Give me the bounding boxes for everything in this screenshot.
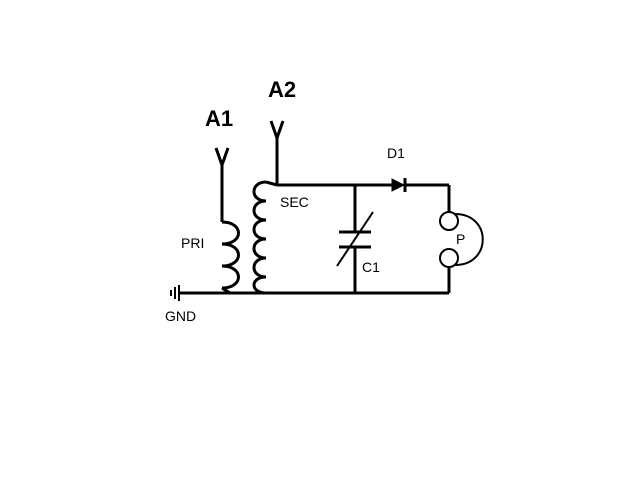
antenna-a2: A2: [268, 77, 296, 185]
antenna-a1-symbol: [214, 147, 230, 170]
label-d1: D1: [387, 145, 405, 161]
primary-coil-windings: [221, 220, 240, 290]
label-p: P: [456, 231, 465, 247]
secondary-coil-windings: [252, 180, 267, 295]
earpiece-lower: [439, 248, 459, 268]
variable-arrow: [336, 211, 374, 267]
secondary-coil: SEC: [252, 180, 309, 295]
label-a2: A2: [268, 77, 296, 102]
diode-d1-triangle: [391, 178, 406, 192]
label-pri: PRI: [181, 235, 204, 251]
antenna-a2-symbol: [269, 120, 285, 143]
label-sec: SEC: [280, 194, 309, 210]
ground-symbol: GND: [165, 285, 196, 324]
label-a1: A1: [205, 106, 233, 131]
variable-capacitor-c1: C1: [336, 185, 380, 293]
headphones-p: P: [439, 211, 484, 268]
label-c1: C1: [362, 259, 380, 275]
label-gnd: GND: [165, 308, 196, 324]
headband: [454, 213, 484, 266]
antenna-a1: A1: [205, 106, 233, 222]
wire-secondary-top: [265, 180, 278, 187]
earpiece-upper: [439, 211, 459, 231]
primary-coil: PRI: [181, 220, 240, 295]
